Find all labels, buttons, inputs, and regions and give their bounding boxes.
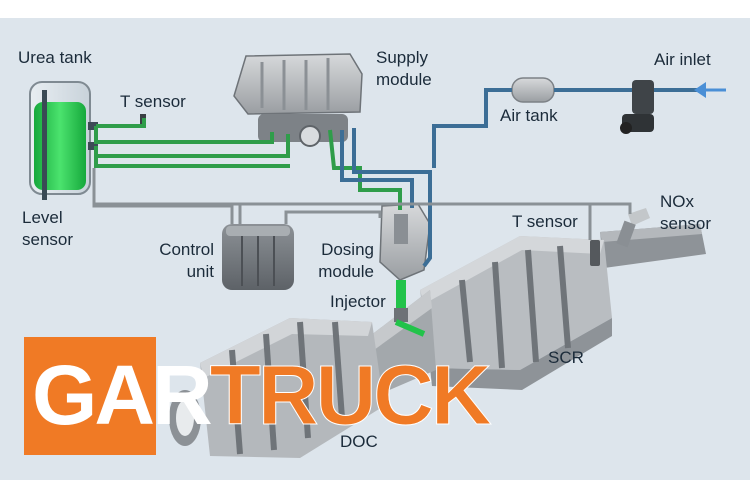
logo-wordmark: GARTRUCK <box>32 347 492 443</box>
wiring <box>92 168 632 240</box>
label-supply-module-line1: Supply <box>376 48 428 67</box>
scr-canister <box>420 236 612 390</box>
logo-text-gar: GAR <box>32 348 213 442</box>
air-tank-cylinder <box>511 77 555 103</box>
urea-tank <box>29 81 98 200</box>
label-dosing-module-line1: Dosing <box>321 240 374 259</box>
diagram-graphic <box>29 53 726 458</box>
label-nox-sensor-line1: NOx <box>660 192 694 211</box>
air-lines <box>340 88 700 268</box>
label-level-sensor-line1: Level <box>22 208 63 227</box>
label-dosing-module-line2: module <box>318 262 374 281</box>
air-inlet-valve <box>620 80 654 134</box>
label-level-sensor-line2: sensor <box>22 230 74 249</box>
label-doc: DOC <box>340 432 378 451</box>
label-supply-module-line2: module <box>376 70 432 89</box>
logo-text-truck: TRUCK <box>209 348 492 443</box>
doc-canister <box>169 318 384 458</box>
label-nox-sensor-line2: sensor <box>660 214 712 233</box>
label-air-tank: Air tank <box>500 106 558 125</box>
label-t-sensor-right: T sensor <box>512 212 578 231</box>
label-control-unit-line2: unit <box>186 262 214 281</box>
control-unit-box <box>222 224 294 290</box>
label-t-sensor-left: T sensor <box>120 92 186 111</box>
label-scr: SCR <box>548 348 584 367</box>
gartruck-logo: GARTRUCK <box>24 337 492 455</box>
dosing-module-unit <box>379 203 431 337</box>
t-sensor-right-probe <box>590 240 600 266</box>
label-urea-tank: Urea tank <box>18 48 92 67</box>
nox-sensor-probe <box>616 208 650 248</box>
logo-orange-block <box>24 337 156 455</box>
label-air-inlet: Air inlet <box>654 50 711 69</box>
air-inlet-arrow <box>694 82 726 98</box>
label-control-unit-line1: Control <box>159 240 214 259</box>
supply-module-unit <box>233 53 363 147</box>
label-injector: Injector <box>330 292 386 311</box>
